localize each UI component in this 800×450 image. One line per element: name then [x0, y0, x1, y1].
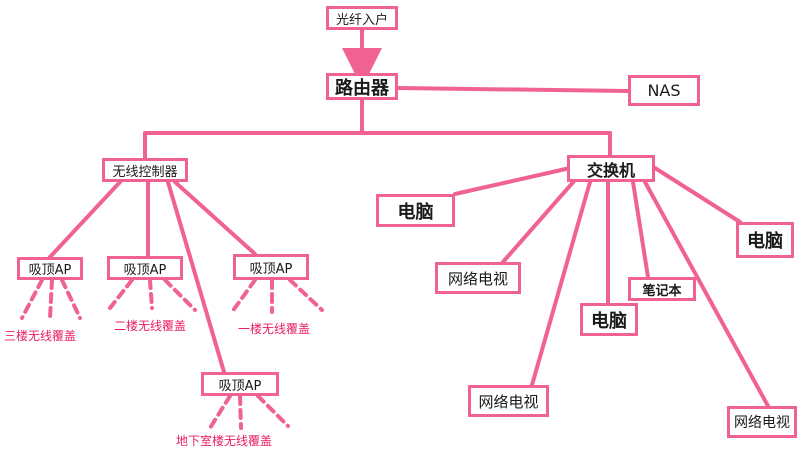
line-router-nas	[396, 86, 630, 93]
line-wlc-ap3	[173, 180, 257, 256]
wireless-controller-node: 无线控制器	[102, 158, 188, 182]
ray-apb-left	[208, 394, 232, 430]
router-node: 路由器	[326, 73, 398, 100]
line-switch-tv2	[530, 180, 592, 387]
ap-node-floor1: 吸顶AP	[233, 254, 309, 280]
coverage-label-floor1: 一楼无线覆盖	[238, 322, 311, 336]
line-wlc-ap1	[48, 180, 122, 259]
line-switch-tv3	[643, 180, 770, 408]
ap-node-basement: 吸顶AP	[201, 372, 279, 396]
ap-node-floor2: 吸顶AP	[107, 256, 183, 280]
pc-node-2: 电脑	[580, 303, 638, 336]
laptop-node: 笔记本	[628, 277, 696, 301]
line-switch-tv1	[501, 178, 577, 264]
ray-ap3-left	[230, 278, 257, 314]
ray-ap1-left	[20, 278, 44, 320]
ray-ap1-right	[60, 278, 82, 320]
ray-apb-right	[256, 394, 290, 428]
switch-node: 交换机	[567, 155, 655, 182]
network-tv-node-3: 网络电视	[727, 406, 797, 438]
coverage-label-basement: 地下室楼无线覆盖	[176, 434, 273, 448]
line-switch-laptop	[631, 180, 650, 279]
line-switch-pc3	[653, 166, 742, 224]
pc-node-1: 电脑	[376, 194, 455, 227]
fiber-entry-node: 光纤入户	[326, 6, 398, 30]
ray-ap1-mid	[48, 278, 54, 320]
ray-ap2-right	[163, 278, 197, 312]
ray-apb-mid	[238, 394, 243, 430]
ray-ap2-mid	[148, 278, 154, 310]
network-tv-node-2: 网络电视	[468, 385, 549, 417]
ray-ap3-right	[288, 278, 324, 312]
ap-node-floor3: 吸顶AP	[17, 257, 83, 280]
line-wlc-ap-basement	[166, 180, 226, 374]
nas-node: NAS	[628, 75, 700, 106]
network-tv-node-1: 网络电视	[435, 262, 521, 294]
line-switch-pc1	[453, 166, 572, 196]
coverage-label-floor3: 三楼无线覆盖	[4, 329, 77, 343]
pc-node-3: 电脑	[736, 222, 794, 258]
ray-ap2-left	[108, 278, 134, 310]
coverage-label-floor2: 二楼无线覆盖	[114, 319, 187, 333]
